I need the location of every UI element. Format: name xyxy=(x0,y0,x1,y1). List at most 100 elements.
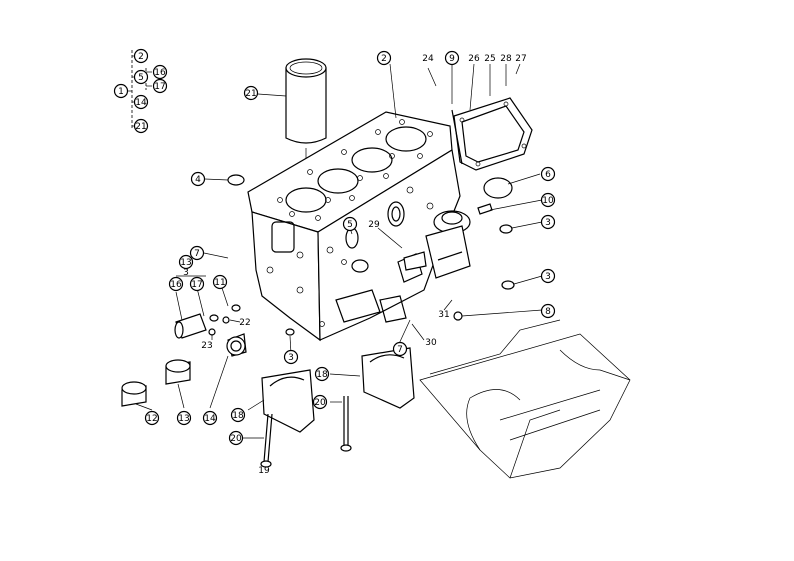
callout-c3c: 3 xyxy=(283,349,299,365)
callout-number: 20 xyxy=(230,434,242,444)
callout-number: 3 xyxy=(545,218,551,228)
callout-circle xyxy=(133,118,149,134)
callout-c6: 6 xyxy=(540,166,556,182)
callout-circle xyxy=(212,274,228,290)
callout-number: 23 xyxy=(201,341,212,351)
callout-circle xyxy=(376,50,392,66)
callout-circle xyxy=(312,394,328,410)
callout-number: 21 xyxy=(135,122,146,132)
callout-c25: 25 xyxy=(484,54,495,64)
callout-c17b: 17 xyxy=(189,276,205,292)
callout-c11: 11 xyxy=(212,274,228,290)
callout-c14a: 14 xyxy=(133,94,149,110)
cylinder-liner xyxy=(285,58,327,190)
callout-circle xyxy=(133,94,149,110)
callout-c2: 2 xyxy=(376,50,392,66)
callout-c28: 28 xyxy=(500,54,512,64)
callout-circle xyxy=(189,276,205,292)
callout-circle xyxy=(133,69,149,85)
callout-number: 30 xyxy=(425,338,437,348)
callout-number: 19 xyxy=(258,466,270,476)
callout-number: 9 xyxy=(449,54,455,64)
callout-c5: 5 xyxy=(342,216,358,232)
callout-circle xyxy=(283,349,299,365)
callout-circle xyxy=(540,214,556,230)
callout-c4: 4 xyxy=(190,171,206,187)
callout-circle xyxy=(144,410,160,426)
callout-c19: 19 xyxy=(258,466,270,476)
callout-circle xyxy=(540,166,556,182)
callout-c7a: 7 xyxy=(189,245,205,261)
callout-number: 7 xyxy=(194,249,200,259)
callout-number: 24 xyxy=(422,54,434,64)
callout-c21: 21 xyxy=(243,85,259,101)
leader-lines xyxy=(135,63,543,439)
callout-circle xyxy=(190,171,206,187)
callout-c12: 12 xyxy=(144,410,160,426)
callout-circle xyxy=(314,366,330,382)
callout-number: 17 xyxy=(191,280,202,290)
callout-c20b: 20 xyxy=(312,394,328,410)
callout-c31: 31 xyxy=(438,310,449,320)
callout-number: 13 xyxy=(180,258,191,268)
callout-circle xyxy=(540,192,556,208)
cylinder-block xyxy=(247,111,461,342)
callout-number: 3 xyxy=(288,353,294,363)
callout-number: 1 xyxy=(118,87,124,97)
callout-number: 2 xyxy=(138,52,144,62)
callout-number: 27 xyxy=(515,54,526,64)
callout-number: 12 xyxy=(146,414,157,424)
callout-number: 2 xyxy=(381,54,387,64)
callout-c7b: 7 xyxy=(392,341,408,357)
callout-c3sub: 3 xyxy=(183,268,189,278)
callout-c18b: 18 xyxy=(230,407,246,423)
callout-c9: 9 xyxy=(444,50,460,66)
callout-c24: 24 xyxy=(422,54,434,64)
callout-c26: 26 xyxy=(468,54,480,64)
callout-c29: 29 xyxy=(368,220,380,230)
callout-c27: 27 xyxy=(515,54,526,64)
callout-c16: 16 xyxy=(152,64,168,80)
callout-circle xyxy=(392,341,408,357)
callout-c1: 1 xyxy=(113,83,129,99)
oil-pan-frame xyxy=(419,319,631,479)
callout-circle xyxy=(228,430,244,446)
callout-c16b: 16 xyxy=(168,276,184,292)
callout-circle xyxy=(540,268,556,284)
callout-c10: 10 xyxy=(540,192,556,208)
callout-circle xyxy=(152,78,168,94)
callout-number: 26 xyxy=(468,54,480,64)
callout-circle xyxy=(176,410,192,426)
callout-number: 21 xyxy=(245,89,256,99)
callout-number: 11 xyxy=(214,278,225,288)
callout-circle xyxy=(444,50,460,66)
callout-c22: 22 xyxy=(239,318,250,328)
callout-number: 16 xyxy=(154,68,166,78)
rear-plate xyxy=(451,97,533,171)
callout-c13: 13 xyxy=(176,410,192,426)
callout-c3b: 3 xyxy=(540,268,556,284)
callout-number: 8 xyxy=(545,307,551,317)
callout-number: 18 xyxy=(316,370,328,380)
callout-number: 20 xyxy=(314,398,326,408)
oil-filter-boss xyxy=(425,210,471,279)
callout-circle xyxy=(189,245,205,261)
callout-c8: 8 xyxy=(540,303,556,319)
callout-c2a: 2 xyxy=(133,48,149,64)
callout-number: 14 xyxy=(204,414,216,424)
callout-number: 5 xyxy=(347,220,353,230)
callout-circle xyxy=(540,303,556,319)
callout-number: 13 xyxy=(178,414,189,424)
callout-number: 25 xyxy=(484,54,495,64)
callout-circle xyxy=(178,254,194,270)
callout-circle xyxy=(113,83,129,99)
callout-number: 7 xyxy=(397,345,403,355)
callout-circle xyxy=(133,48,149,64)
callout-number: 28 xyxy=(500,54,512,64)
callout-number: 5 xyxy=(138,73,144,83)
callout-c23: 23 xyxy=(201,341,212,351)
callout-number: 6 xyxy=(545,170,551,180)
callout-number: 14 xyxy=(135,98,147,108)
